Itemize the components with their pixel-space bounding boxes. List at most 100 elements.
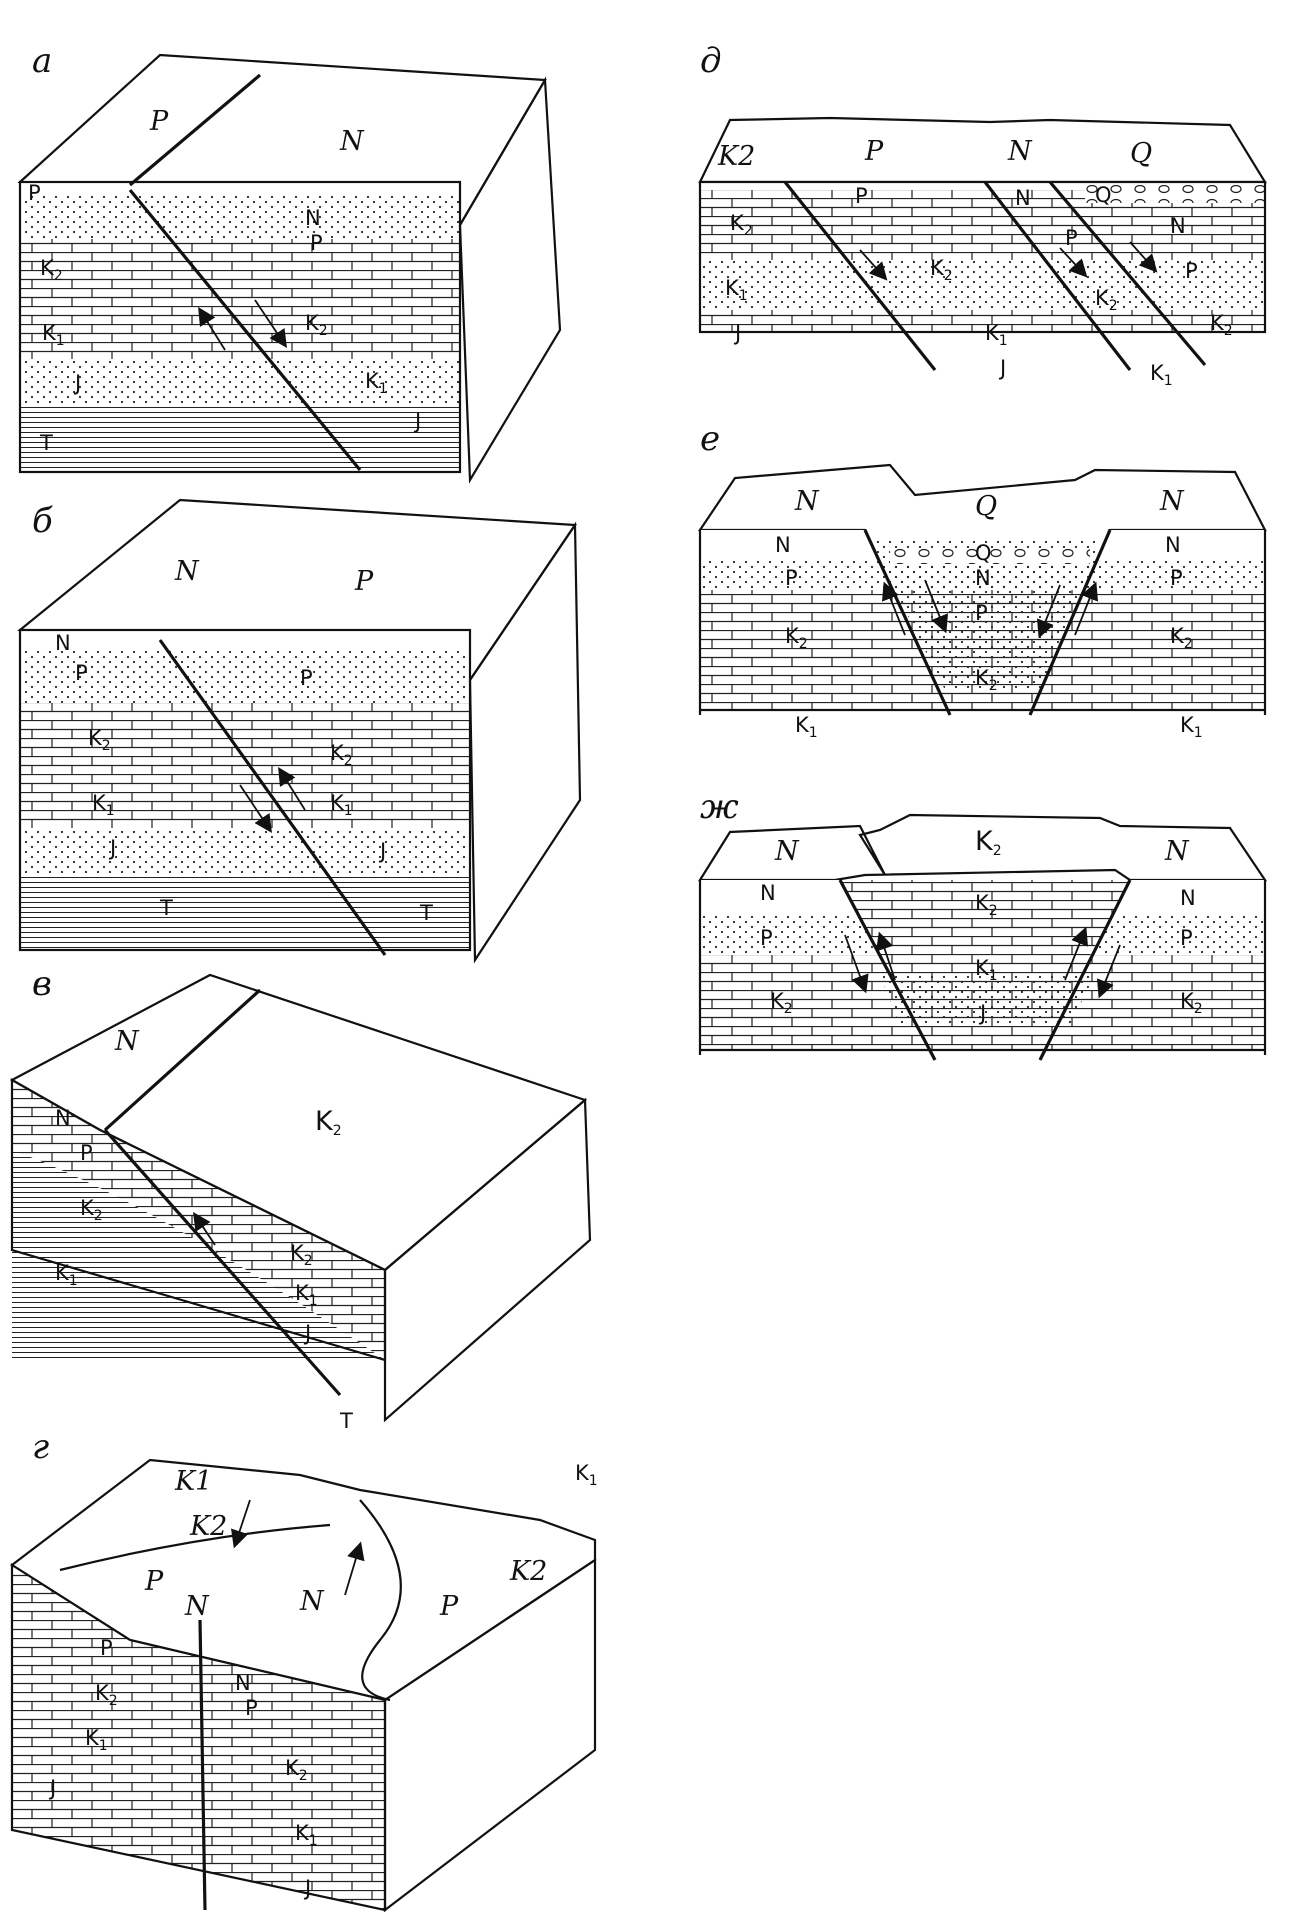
label-top-2: N	[1159, 486, 1185, 517]
panel-d: д K2 P N Q K2 K1 J P K2 K1 J N P K2 K1 Q…	[700, 41, 1265, 389]
panel-zh: ж N K2 N N P K2 K2 K1 J N P K2	[700, 787, 1265, 1060]
label-front-5: J	[978, 1001, 986, 1025]
label-front-11: Q	[1095, 183, 1112, 207]
label-left-5: T	[159, 896, 173, 920]
label-left-4: T	[39, 431, 53, 455]
label-left-0: N	[55, 631, 71, 655]
stratum-Q-pebbles	[1085, 185, 1265, 203]
label-top-2: N	[1164, 836, 1190, 867]
label-front-6: N	[1180, 886, 1196, 910]
side-face	[385, 1560, 595, 1910]
label-top-0: N	[794, 486, 820, 517]
label-left-3: J	[48, 1776, 56, 1800]
panel-v: в N K2 N P K2 K1 K2 K1 J T	[12, 964, 590, 1433]
label-top-0: K2	[717, 141, 755, 172]
arrow-up	[345, 1545, 360, 1595]
panel-g: г K1 K2 P N N P K2 K1 P K2 K1 J N P K2 K…	[12, 1427, 598, 1910]
label-top-3: Q	[1130, 138, 1152, 169]
label-front-8: P	[1065, 226, 1078, 250]
label-top-left: N	[114, 1026, 140, 1057]
label-front-1: P	[785, 566, 798, 590]
label-right-0: P	[300, 666, 313, 690]
label-top-4: N	[299, 1586, 325, 1617]
label-top-right: P	[354, 566, 374, 597]
label-front-9: P	[1170, 566, 1183, 590]
stratum-T	[20, 404, 460, 472]
label-front-2: J	[733, 321, 741, 345]
label-front-3: P	[855, 184, 868, 208]
label-top-left: P	[149, 106, 169, 137]
label-top-2: N	[1007, 136, 1033, 167]
label-front-6: J	[998, 356, 1006, 380]
label-right-4: J	[303, 1876, 311, 1900]
label-top-1: P	[864, 136, 884, 167]
label-front-6: P	[975, 601, 988, 625]
label-top-0: K1	[174, 1466, 212, 1497]
label-left-1: P	[80, 1141, 93, 1165]
panel-letter: ж	[700, 787, 739, 827]
arrow-down	[235, 1500, 250, 1545]
label-front-3: K1	[795, 713, 818, 741]
panel-letter: г	[32, 1427, 49, 1467]
stratum-P	[20, 194, 460, 239]
stratum-J	[20, 359, 460, 404]
label-front-11: K1	[1180, 713, 1203, 741]
label-front-7: N	[1015, 186, 1031, 210]
fault-trace	[105, 990, 260, 1130]
contact-line	[360, 1500, 401, 1700]
label-top-6: K2	[509, 1556, 547, 1587]
side-face	[385, 1100, 590, 1420]
label-right-1: P	[310, 231, 323, 255]
side-face	[460, 80, 560, 480]
label-top-0: N	[774, 836, 800, 867]
label-top-left: N	[174, 556, 200, 587]
label-top-5: P	[439, 1591, 459, 1622]
label-left-3: J	[73, 371, 81, 395]
label-top-1: K2	[189, 1511, 227, 1542]
label-right-4: T	[419, 901, 433, 925]
label-right-2: J	[303, 1321, 311, 1345]
side-face	[470, 525, 580, 960]
label-front-7: P	[1180, 926, 1193, 950]
label-left-0: P	[28, 181, 41, 205]
top-surface	[700, 118, 1265, 182]
panel-a: а P N P K2 K1 J T N P K2 K1 J	[20, 41, 560, 480]
label-front-1: P	[760, 926, 773, 950]
label-right-0: N	[235, 1671, 251, 1695]
stratum-K2	[20, 239, 460, 309]
stratum-J	[20, 828, 470, 873]
label-right-3: T	[339, 1409, 353, 1433]
label-top-right: N	[339, 126, 365, 157]
stratum-K1	[20, 783, 470, 828]
panel-letter: а	[32, 41, 52, 81]
label-front-13: P	[1185, 259, 1198, 283]
label-right-0: N	[305, 206, 321, 230]
label-top-3: N	[184, 1591, 210, 1622]
label-top-1: Q	[975, 491, 997, 522]
label-left-0: N	[55, 1106, 71, 1130]
label-right-1: P	[245, 1696, 258, 1720]
panel-letter: в	[32, 964, 52, 1004]
label-top-1: K2	[975, 826, 1002, 859]
panel-letter: б	[32, 501, 53, 541]
label-front-0: N	[760, 881, 776, 905]
label-top-2: P	[144, 1566, 164, 1597]
panel-letter: е	[700, 419, 720, 459]
stratum-K1	[700, 260, 1265, 310]
label-top-right: K2	[315, 1106, 342, 1139]
stratum-K1	[20, 309, 460, 359]
label-left-0: P	[100, 1636, 113, 1660]
stratum-J	[700, 310, 1265, 332]
panel-e: е N Q N N P K2 K1 Q N P K2 N P K2 K1	[700, 419, 1265, 741]
label-front-10: K1	[1150, 361, 1173, 389]
stratum-T	[20, 873, 470, 950]
label-right-4: J	[413, 409, 421, 433]
label-front-4: Q	[975, 541, 992, 565]
label-left-1: P	[75, 661, 88, 685]
panel-letter: д	[700, 41, 722, 81]
label-front-5: N	[975, 566, 991, 590]
label-front-0: N	[775, 533, 791, 557]
label-top-7: K1	[575, 1461, 598, 1489]
label-right-3: J	[378, 839, 386, 863]
label-front-8: N	[1165, 533, 1181, 557]
